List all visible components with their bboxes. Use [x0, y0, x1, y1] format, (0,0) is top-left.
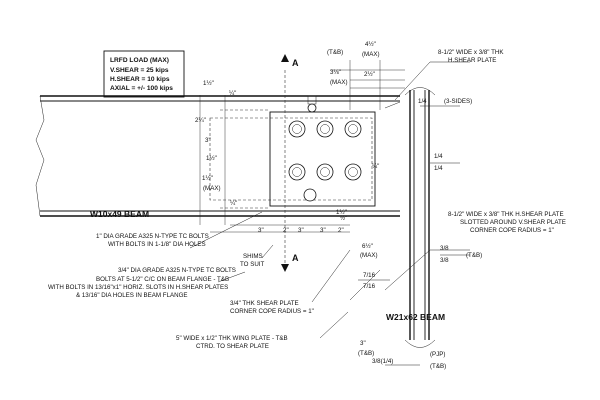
note-shims-1: SHIMS: [243, 253, 263, 260]
dim-2-25: 2¼": [195, 117, 206, 124]
weld-tb: (T&B): [466, 252, 482, 259]
dim-1-5b: 1½": [202, 175, 213, 182]
bolt-head: [320, 124, 330, 134]
weld-3-8b: 3/8: [440, 257, 449, 264]
note-flange-bolts-1: 3/4" DIA GRADE A325 N-TYPE TC BOLTS: [118, 267, 236, 274]
column-w21x62: [404, 87, 436, 348]
dim-max-top: (MAX): [362, 51, 380, 58]
dim-max-3: (MAX): [330, 79, 348, 86]
bolt: [316, 120, 334, 138]
note-hshear-plate-1: 8-1/2" WIDE x 3/8" THK: [438, 49, 504, 56]
dim-bot-3c: 3": [320, 227, 326, 234]
section-arrow-top: [281, 54, 289, 62]
weld-1-4a: 1/4: [434, 153, 443, 160]
bolt-head: [320, 167, 330, 177]
weld-1-4b: 1/4: [434, 165, 443, 172]
dim-1-5d: 1½": [336, 209, 347, 216]
weld-1-4-3sides: 1/4: [418, 98, 427, 105]
dim-bot-3b: 3": [298, 227, 304, 234]
bolt: [316, 163, 334, 181]
note-vshear-plate-1: 8-1/2" WIDE x 3/8" THK H.SHEAR PLATE: [448, 211, 564, 218]
weld-symbols: [358, 105, 470, 366]
section-arrow-bottom: [281, 264, 289, 272]
dim-3-125: 3⅛": [330, 69, 341, 76]
weld-pjp: (PJP): [430, 351, 445, 358]
bolt: [344, 120, 362, 138]
bolt: [303, 188, 317, 202]
dim-6-5: 6½": [362, 243, 373, 250]
dim-1-4a: ¼": [229, 90, 236, 97]
section-mark-top: A: [292, 58, 299, 68]
dim-3-bot: 3": [360, 340, 366, 347]
vshear-plate-outline: [209, 117, 373, 201]
flange-bolt: [307, 103, 317, 113]
bolt-head: [348, 167, 358, 177]
note-thk-plate-1: 3/4" THK SHEAR PLATE: [230, 300, 299, 307]
dim-max-side: (MAX): [203, 185, 221, 192]
note-vshear-plate-2: SLOTTED AROUND V.SHEAR PLATE: [460, 219, 566, 226]
dim-1-2: ½": [340, 215, 347, 222]
weld-7-16a: 7/16: [363, 272, 376, 279]
load-table-title: LRFD LOAD (MAX): [110, 57, 169, 64]
section-mark-bottom: A: [292, 253, 299, 263]
bolt: [288, 163, 306, 181]
leader-lines: [189, 61, 470, 339]
bolt: [344, 163, 362, 181]
note-flange-bolts-3: WITH BOLTS IN 13/16"x1" HORIZ. SLOTS IN …: [48, 284, 228, 291]
bolt-head: [348, 124, 358, 134]
flange-bolt-nut: [307, 95, 317, 105]
beam-w10x49: [35, 95, 400, 217]
column-label: W21x62 BEAM: [386, 312, 445, 322]
note-wing-plate-1: 5" WIDE x 1/2" THK WING PLATE - T&B: [176, 335, 288, 342]
dim-1-5a: 1½": [203, 80, 214, 87]
top-dimensions: [199, 60, 405, 233]
note-thk-plate-2: CORNER COPE RADIUS = 1": [230, 308, 314, 315]
load-table-vshear: V.SHEAR = 25 kips: [110, 67, 169, 74]
note-flange-bolts-4: & 13/16" DIA HOLES IN BEAM FLANGE: [76, 292, 188, 299]
dim-tb-top: (T&B): [327, 49, 343, 56]
dim-bot-3a: 3": [258, 227, 264, 234]
weld-7-16b: 7/16: [363, 283, 376, 290]
load-table-axial: AXIAL = +/- 100 kips: [110, 85, 173, 92]
note-wing-plate-2: CTRD. TO SHEAR PLATE: [196, 343, 269, 350]
bolt-head: [292, 124, 302, 134]
dim-1-5c: 1½": [206, 155, 217, 162]
dim-1-4b: ¼": [230, 200, 237, 207]
weld-pjp-size: 3/8(1/4): [372, 358, 393, 365]
bolt-head: [292, 167, 302, 177]
weld-pjp-tb: (T&B): [430, 363, 446, 370]
dim-1-4c: ¼": [372, 163, 379, 170]
dim-bot-2b: 2": [338, 227, 344, 234]
weld-3-sides: (3-SIDES): [444, 98, 472, 105]
dim-bot-2a: 2": [283, 227, 289, 234]
dim-2-5: 2½": [364, 71, 375, 78]
dim-3a: 3": [205, 137, 211, 144]
bolt-group: [288, 95, 362, 202]
load-table-hshear: H.SHEAR = 10 kips: [110, 76, 170, 83]
note-tc-bolts-2: WITH BOLTS IN 1-1/8" DIA HOLES: [108, 241, 206, 248]
dim-4-5-top: 4½": [365, 41, 376, 48]
note-hshear-plate-2: H.SHEAR PLATE: [448, 57, 496, 64]
note-tc-bolts-1: 1" DIA GRADE A325 N-TYPE TC BOLTS: [96, 233, 209, 240]
beam-label: W10x49 BEAM: [90, 209, 149, 219]
bolt: [288, 120, 306, 138]
dim-max-bot: (MAX): [360, 252, 378, 259]
note-shims-2: TO SUIT: [240, 261, 265, 268]
weld-3-8a: 3/8: [440, 245, 449, 252]
load-table-box: [103, 50, 185, 98]
note-flange-bolts-2: BOLTS AT 5-1/2" C/C ON BEAM FLANGE - T&B: [96, 276, 229, 283]
note-vshear-plate-3: CORNER COPE RADIUS = 1": [470, 227, 554, 234]
dim-tb-bot: (T&B): [358, 350, 374, 357]
